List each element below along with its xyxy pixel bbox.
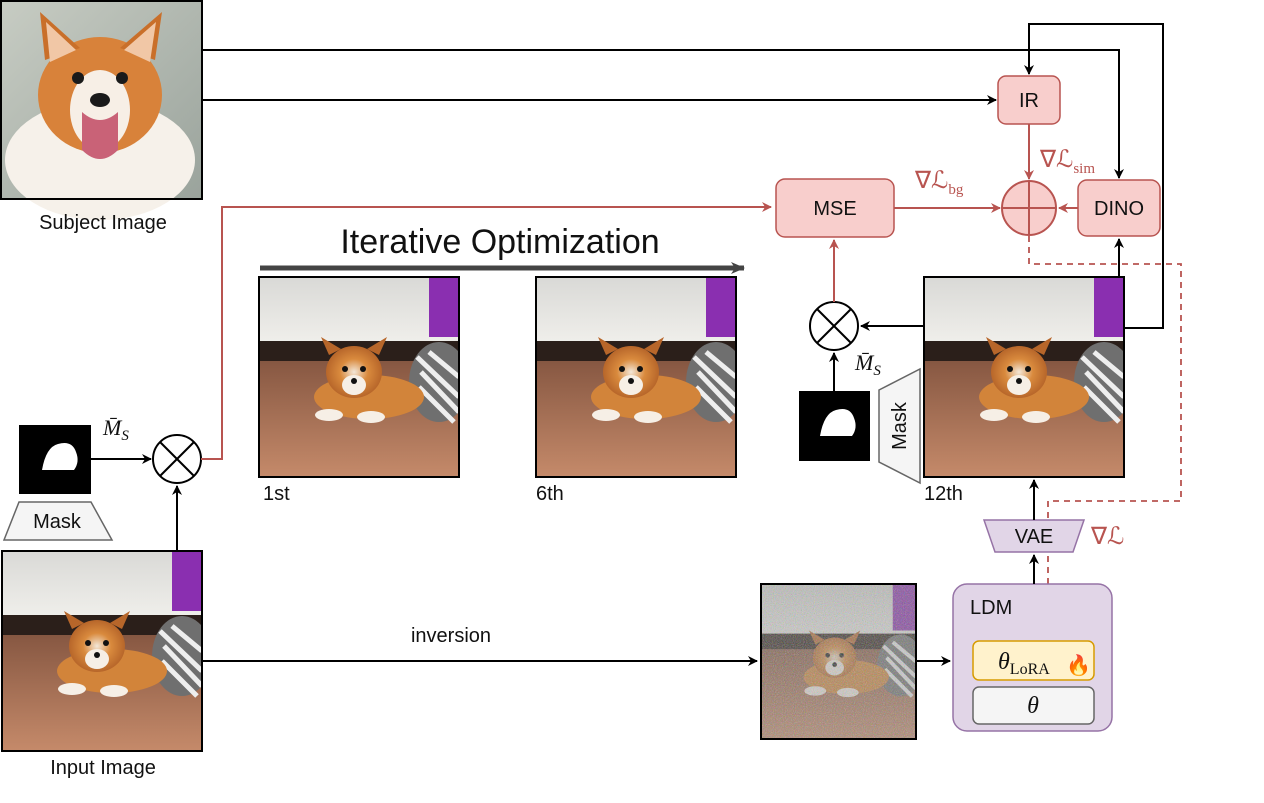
svg-text:θLoRA: θLoRA <box>998 649 1050 678</box>
multiply-node-right <box>809 301 859 351</box>
subject-to-dino-arrow <box>202 49 1124 179</box>
vae-trapezoid: VAE <box>982 519 1086 553</box>
subject-image <box>0 0 203 220</box>
iteration-6-image <box>535 276 737 478</box>
ir-label: IR <box>1019 90 1039 112</box>
mask-trapezoid-left: Mask <box>2 501 114 541</box>
svg-text:M̄S: M̄S <box>102 415 129 444</box>
iteration-6-label: 6th <box>536 483 564 505</box>
grad-l-sim-label: ∇ℒsim <box>1039 147 1095 177</box>
iter12-to-ir-arrow <box>1024 23 1164 329</box>
sum-node <box>1001 180 1057 236</box>
theta-lora-box: θLoRA 🔥 <box>972 640 1095 681</box>
ir-box: IR <box>997 75 1061 125</box>
svg-text:∇ℒ: ∇ℒ <box>1090 524 1124 550</box>
dino-box: DINO <box>1077 179 1161 237</box>
mask-image-right <box>799 391 870 461</box>
noisy-latent-image <box>760 583 917 740</box>
iterative-optimization-title: Iterative Optimization <box>340 223 659 261</box>
mask-left-label: Mask <box>33 511 82 533</box>
subject-image-label: Subject Image <box>39 212 167 234</box>
mask-trapezoid-right: Mask <box>878 367 921 485</box>
input-image <box>1 550 203 752</box>
fire-icon: 🔥 <box>1066 653 1091 677</box>
svg-text:θ: θ <box>1027 693 1039 719</box>
svg-text:∇ℒbg: ∇ℒbg <box>914 168 964 198</box>
svg-text:∇ℒsim: ∇ℒsim <box>1039 147 1095 177</box>
mse-label: MSE <box>813 198 856 220</box>
multiply-node-left <box>152 434 202 484</box>
mask-image-left <box>19 425 91 494</box>
mask-right-label: Mask <box>889 401 911 450</box>
ms-label-left: M̄S <box>102 415 129 444</box>
ms-label-right: M̄S <box>854 350 881 379</box>
dino-label: DINO <box>1094 198 1144 220</box>
iteration-1-image <box>258 276 460 478</box>
theta-box: θ <box>972 686 1095 725</box>
inversion-label: inversion <box>411 625 491 647</box>
iteration-1-label: 1st <box>263 483 290 505</box>
input-image-label: Input Image <box>50 757 156 779</box>
mse-box: MSE <box>775 178 895 238</box>
grad-l-label: ∇ℒ <box>1090 524 1124 550</box>
svg-text:M̄S: M̄S <box>854 350 881 379</box>
iteration-12-label: 12th <box>924 483 963 505</box>
grad-l-bg-label: ∇ℒbg <box>914 168 964 198</box>
masked-input-to-mse-arrow <box>201 202 772 460</box>
vae-label: VAE <box>1015 526 1054 548</box>
iteration-12-image <box>923 276 1125 478</box>
ldm-label: LDM <box>970 597 1012 619</box>
